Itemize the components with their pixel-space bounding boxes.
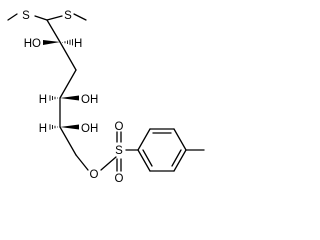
atom-s-right: S	[64, 10, 72, 22]
label-c2-h: H	[74, 38, 82, 50]
bond-s-left-c1	[34, 15, 48, 21]
bond-c6-o	[75, 154, 89, 171]
bond-methyl-right	[73, 13, 87, 21]
label-c4-oh: OH	[81, 94, 98, 106]
hash-bond-c4-h	[49, 95, 58, 101]
atom-sulfonyl-s: S	[115, 145, 123, 157]
label-c5-oh: OH	[81, 123, 98, 135]
label-c4-h: H	[39, 94, 47, 106]
wedge-bond-c5-oh	[60, 124, 79, 130]
bond-c1-c2	[46, 19, 61, 43]
wedge-bond-c2-oh	[43, 40, 60, 45]
bond-c2-c3	[59, 41, 77, 71]
bond-c1-s-right	[46, 15, 63, 21]
label-c5-h: H	[39, 123, 47, 135]
molecule-structure-diagram: S S HO H H OH H OH O S O O	[7, 10, 205, 185]
bond-methyl-left	[7, 13, 18, 21]
label-c2-ho: HO	[24, 38, 41, 50]
wedge-bond-c4-oh	[60, 95, 79, 101]
hash-bond-c5-h	[49, 124, 58, 130]
benzene-ring	[137, 128, 187, 172]
atom-ester-o: O	[90, 169, 99, 181]
atom-sulfonyl-o-bottom: O	[115, 173, 124, 185]
atom-s-left: S	[22, 10, 30, 22]
bond-o-s	[100, 156, 117, 171]
bond-c3-c4	[59, 69, 77, 99]
hash-bond-c2-h	[62, 39, 73, 46]
bond-c5-c6	[59, 126, 77, 156]
atom-sulfonyl-o-top: O	[115, 121, 124, 133]
